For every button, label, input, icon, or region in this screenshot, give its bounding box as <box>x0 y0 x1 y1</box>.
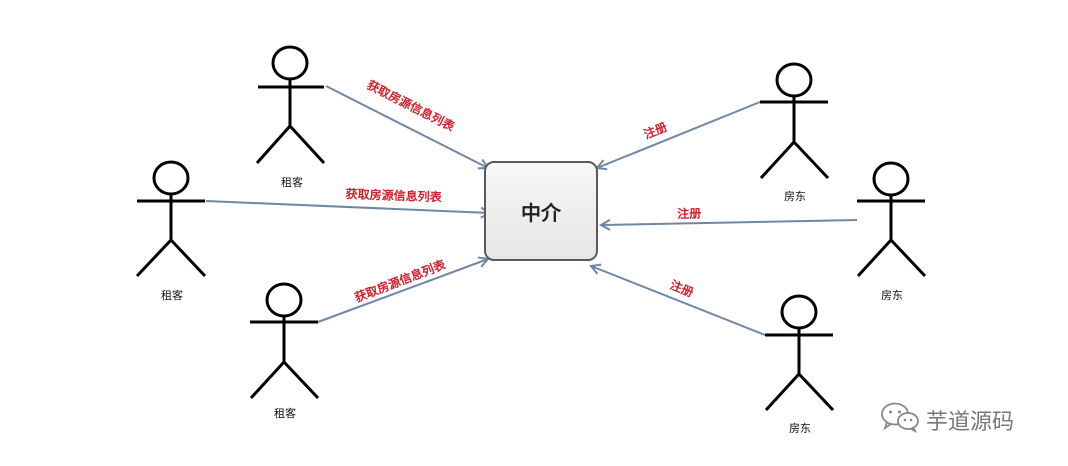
arrow-tenant-3 <box>317 259 488 323</box>
edge-label-landlord-2: 注册 <box>677 206 702 221</box>
edge-label-tenant-2: 获取房源信息列表 <box>345 186 442 205</box>
tenant-figure-3 <box>249 282 320 400</box>
arrow-landlord-2 <box>601 220 858 225</box>
tenant-label-3: 租客 <box>274 407 296 420</box>
arrow-tenant-1 <box>325 85 488 168</box>
watermark: 芋道源码 <box>880 401 1014 439</box>
landlord-figure-1 <box>759 62 830 180</box>
landlord-label-1: 房东 <box>784 190 806 203</box>
tenant-figure-1 <box>255 45 326 165</box>
tenant-label-2: 租客 <box>161 289 183 302</box>
landlord-label-3: 房东 <box>789 422 811 435</box>
landlord-figure-2 <box>856 161 927 278</box>
landlord-figure-3 <box>764 294 835 412</box>
wechat-icon <box>880 401 920 439</box>
tenant-label-1: 租客 <box>281 176 303 189</box>
landlord-label-2: 房东 <box>881 289 903 302</box>
arrow-landlord-1 <box>597 101 761 168</box>
arrow-tenant-2 <box>205 200 490 213</box>
watermark-text: 芋道源码 <box>926 410 1015 435</box>
agency-node: 中介 <box>484 161 598 261</box>
arrow-landlord-3 <box>591 266 766 336</box>
tenant-figure-2 <box>135 160 207 278</box>
